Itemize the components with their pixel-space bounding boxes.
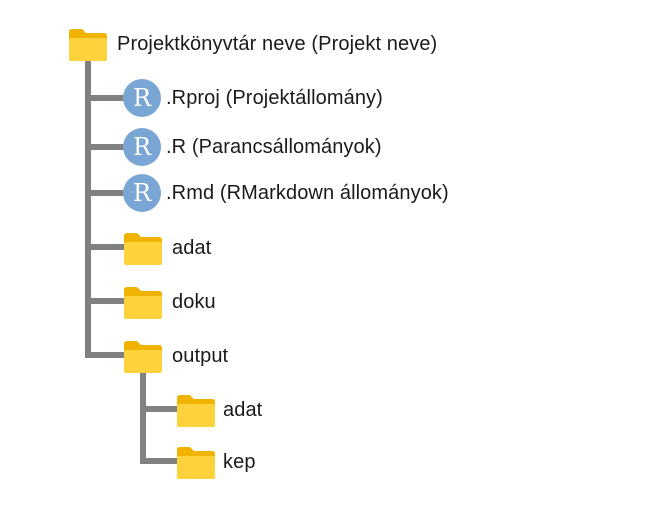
folder-icon [69,29,107,61]
folder-icon [177,447,215,479]
branch-line-doku [85,298,125,304]
tree-node-label: .R (Parancsállományok) [166,135,382,158]
tree-node-output-adat[interactable]: adat [176,390,262,430]
output-trunk-line [140,370,146,464]
branch-line-output [85,352,125,358]
tree-node-label: adat [172,236,212,259]
tree-node-output[interactable]: output [123,336,228,376]
tree-node-doku[interactable]: doku [123,282,216,322]
tree-node-label: .Rmd (RMarkdown állományok) [166,181,449,204]
tree-node-root[interactable]: Projektkönyvtár neve (Projekt neve) [68,24,437,64]
branch-line-output-kep [140,458,178,464]
r-file-icon: R [123,79,161,117]
tree-node-label: adat [223,398,263,421]
branch-line-rproj [85,95,125,101]
tree-node-label: doku [172,290,216,313]
branch-line-adat [85,244,125,250]
tree-node-rproj[interactable]: R .Rproj (Projektállomány) [123,78,383,118]
trunk-line [85,58,91,358]
r-file-icon: R [123,174,161,212]
tree-node-output-kep[interactable]: kep [176,442,256,482]
branch-line-output-adat [140,406,178,412]
tree-node-rmd[interactable]: R .Rmd (RMarkdown állományok) [123,173,449,213]
branch-line-r [85,144,125,150]
folder-icon [124,287,162,319]
folder-icon [124,233,162,265]
tree-node-r-scripts[interactable]: R .R (Parancsállományok) [123,127,382,167]
tree-node-label: output [172,344,229,367]
tree-node-label: Projektkönyvtár neve (Projekt neve) [117,32,438,55]
branch-line-rmd [85,190,125,196]
tree-node-label: .Rproj (Projektállomány) [166,86,383,109]
tree-node-label: kep [223,450,256,473]
r-file-icon: R [123,128,161,166]
tree-node-adat[interactable]: adat [123,228,211,268]
folder-icon [124,341,162,373]
folder-icon [177,395,215,427]
